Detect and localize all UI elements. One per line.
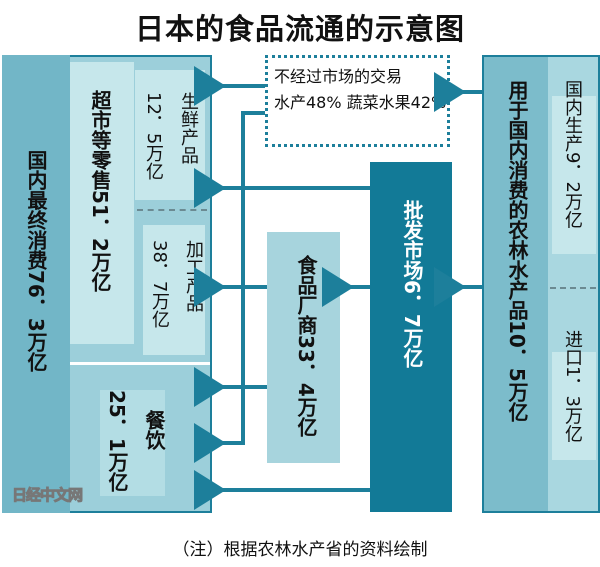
retail-label: 超市等零售51．2万亿 (88, 90, 112, 292)
page-title: 日本的食品流通的示意图 (134, 12, 465, 46)
domestic-supply-label: 用于国内消费的农林水产品10．5万亿 (505, 80, 529, 422)
wholesale-market-label: 批发市场6．7万亿 (400, 200, 424, 368)
import-label: 进口1．3万亿 (562, 330, 583, 443)
direct-trade-share: 水产48% 蔬菜水果42% (274, 93, 447, 112)
dining-label: 餐饮 (142, 410, 166, 450)
source-note: （注）根据农林水产省的资料绘制 (172, 540, 428, 560)
watermark-logo: 日经中文网 (11, 486, 83, 505)
retail-dining-divider (70, 362, 210, 365)
direct-trade-label: 不经过市场的交易 (274, 67, 403, 86)
final-consumption-label: 国内最终消费76．3万亿 (24, 150, 48, 372)
fresh-products-value: 12．5万亿 (143, 92, 164, 181)
arrow-direct-to-dining (194, 111, 265, 463)
domestic-supply-column (484, 57, 548, 511)
import-box (552, 352, 596, 460)
domestic-production-box (552, 96, 596, 254)
fresh-products-box (135, 70, 205, 200)
final-consumption-column (2, 55, 70, 513)
dining-box (100, 390, 165, 496)
retail-divider (137, 209, 207, 211)
processed-products-value: 38．7万亿 (149, 240, 170, 329)
dining-value: 25．1万亿 (105, 390, 129, 492)
retail-box (70, 62, 134, 344)
supply-divider (550, 287, 596, 289)
food-maker-label: 食品厂商33．4万亿 (294, 255, 318, 437)
fresh-products-label: 生鲜产品 (178, 92, 199, 164)
domestic-production-label: 国内生产9．2万亿 (562, 80, 583, 229)
wholesale-market-box (370, 162, 452, 512)
